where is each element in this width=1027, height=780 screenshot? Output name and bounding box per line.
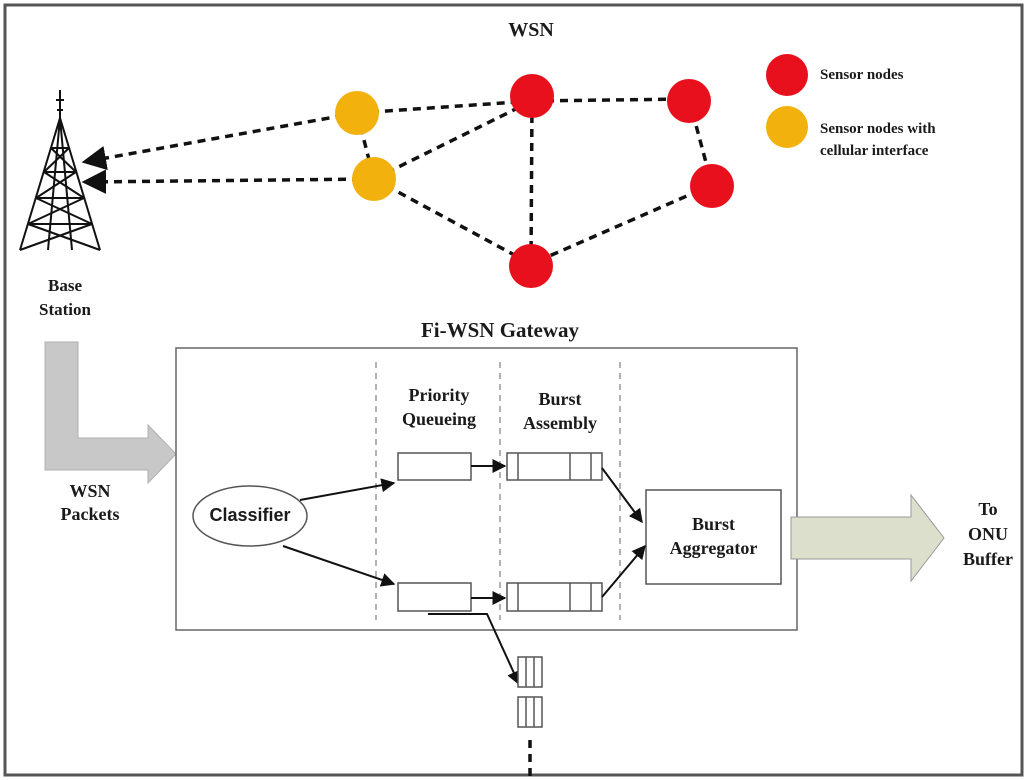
burst-aggregator-line1: Burst xyxy=(691,514,735,534)
sensor-node xyxy=(690,164,734,208)
classifier-label: Classifier xyxy=(209,505,291,525)
priority-queue-lower xyxy=(397,582,472,612)
burst-aggregator-box xyxy=(645,489,782,585)
outer-border xyxy=(3,3,1024,777)
burst-assembly-label: Burst Assembly xyxy=(500,387,620,435)
dropped-bursts xyxy=(517,656,543,728)
base-station-line2: Station xyxy=(39,300,91,319)
burst-aggregator-line2: Aggregator xyxy=(669,538,758,558)
burst-buffer-lower xyxy=(506,582,603,612)
cellular-link-upper xyxy=(81,111,358,171)
wsn-packets-label: WSN Packets xyxy=(40,480,140,526)
legend-label-cellular: Sensor nodes with cellular interface xyxy=(820,118,990,162)
priority-queue-upper xyxy=(397,452,472,481)
gateway-title: Fi-WSN Gateway xyxy=(420,318,580,342)
legend-orange-dot xyxy=(766,106,808,148)
priority-queueing-line1: Priority xyxy=(408,385,470,405)
gateway-box xyxy=(175,347,798,631)
sensor-node xyxy=(509,244,553,288)
legend-red-dot xyxy=(766,54,808,96)
to-onu-line2: ONU xyxy=(968,524,1008,544)
legend-label-sensor-nodes: Sensor nodes xyxy=(820,67,904,83)
wsn-packets-line1: WSN xyxy=(69,481,111,501)
tower-icon xyxy=(19,90,101,251)
legend-label-cellular-line2: cellular interface xyxy=(820,143,929,159)
wsn-packets-arrow xyxy=(44,341,177,485)
to-onu-arrow xyxy=(790,493,945,583)
to-onu-buffer-label: To ONU Buffer xyxy=(955,497,1021,572)
diagram-title: WSN xyxy=(508,19,554,41)
legend-label-cellular-line1: Sensor nodes with xyxy=(820,121,936,137)
burst-aggregator-label: Burst Aggregator xyxy=(646,512,781,560)
base-station-label: Base Station xyxy=(20,274,110,322)
burst-buffer-upper xyxy=(506,452,603,481)
cellular-links xyxy=(81,111,375,195)
burst-assembly-line2: Assembly xyxy=(522,413,597,433)
cellular-link-lower xyxy=(81,169,375,195)
burst-assembly-line1: Burst xyxy=(538,389,582,409)
classifier-node xyxy=(192,485,308,547)
sensor-node-cellular xyxy=(335,91,379,135)
to-onu-line1: To xyxy=(978,499,998,519)
to-onu-line3: Buffer xyxy=(963,549,1013,569)
wsn-packets-line2: Packets xyxy=(60,504,120,524)
priority-queueing-label: Priority Queueing xyxy=(378,383,500,431)
base-station-line1: Base xyxy=(48,276,82,295)
sensor-node xyxy=(667,79,711,123)
priority-queueing-line2: Queueing xyxy=(401,409,476,429)
flow-arrows xyxy=(282,459,646,686)
wsn-links xyxy=(355,97,714,266)
sensor-node xyxy=(510,74,554,118)
sensor-node-cellular xyxy=(352,157,396,201)
